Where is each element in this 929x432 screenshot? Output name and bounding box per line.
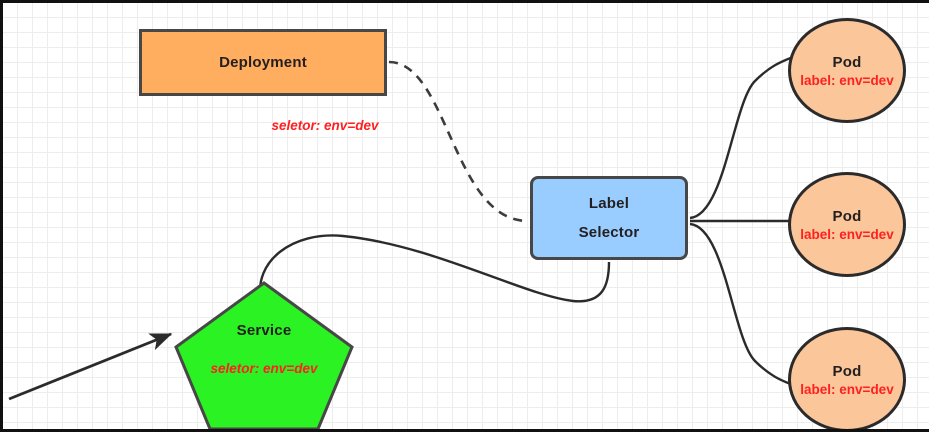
edge-label-selector-to-pod-1 (689, 55, 794, 220)
node-pod-3[interactable]: Pod label: env=dev (788, 327, 906, 429)
service-pentagon-shape (174, 281, 354, 429)
edge-external-traffic-to-service (8, 332, 173, 401)
service-label: Service (236, 322, 292, 339)
pod-1-sublabel: label: env=dev (800, 72, 894, 88)
deployment-selector-caption: seletor: env=dev (271, 118, 379, 133)
node-label-selector[interactable]: Label Selector (530, 176, 688, 260)
node-pod-2[interactable]: Pod label: env=dev (788, 172, 906, 277)
edge-deployment-to-label-selector (388, 60, 529, 223)
label-selector-line2: Selector (578, 224, 640, 241)
label-selector-line1: Label (588, 195, 630, 212)
deployment-label: Deployment (219, 54, 307, 71)
service-selector-caption: seletor: env=dev (210, 361, 318, 376)
pod-2-label: Pod (832, 207, 862, 225)
node-service[interactable]: Service seletor: env=dev (173, 280, 355, 429)
pod-3-sublabel: label: env=dev (800, 381, 894, 397)
node-pod-1[interactable]: Pod label: env=dev (788, 18, 906, 123)
edge-label-selector-to-pod-3 (689, 222, 794, 387)
node-deployment[interactable]: Deployment (139, 29, 387, 96)
pod-3-label: Pod (832, 362, 862, 380)
pod-1-label: Pod (832, 53, 862, 71)
pod-2-sublabel: label: env=dev (800, 226, 894, 242)
